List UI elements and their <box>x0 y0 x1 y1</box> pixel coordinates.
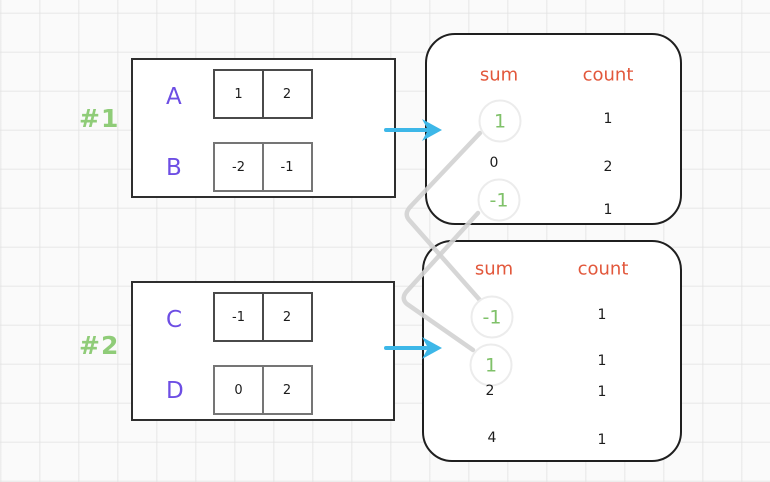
array-a-label: A <box>166 84 182 110</box>
array-a-cell-1: 2 <box>261 69 313 119</box>
array-b-cells: -2 -1 <box>213 142 313 192</box>
array-d-cell-0: 0 <box>213 365 264 415</box>
table-1-circled-sum-value: 1 <box>478 99 522 143</box>
table-1-circled-sum-value: -1 <box>477 178 521 222</box>
table-1-count-value: 1 <box>603 202 613 218</box>
array-c-cells: -1 2 <box>213 292 313 342</box>
table-2-circled-sum-value: 1 <box>469 343 513 387</box>
array-c-cell-0: -1 <box>213 292 264 342</box>
table-2-count-value: 1 <box>597 432 607 448</box>
flow-arrow-icon-1 <box>384 119 442 141</box>
table-2-sum-header: sum <box>474 258 514 280</box>
group-1-box: A 1 2 B -2 -1 <box>131 58 396 198</box>
table-1-sum-header: sum <box>479 64 519 86</box>
sum-count-table-1: sum count 1 1 0 2 -1 1 <box>425 33 682 225</box>
table-1-count-header: count <box>582 64 634 86</box>
table-1-sum-value: 0 <box>489 155 499 171</box>
array-b-cell-1: -1 <box>261 142 313 192</box>
table-2-sum-value: 2 <box>485 383 495 399</box>
array-d-label: D <box>166 378 184 404</box>
table-2-count-value: 1 <box>597 353 607 369</box>
table-1-count-value: 1 <box>603 111 613 127</box>
group-2-box: C -1 2 D 0 2 <box>131 281 395 421</box>
group-2-label: #2 <box>79 331 120 360</box>
table-2-count-value: 1 <box>597 384 607 400</box>
array-d-cells: 0 2 <box>213 365 313 415</box>
array-c-label: C <box>166 307 183 333</box>
array-a-cells: 1 2 <box>213 69 313 119</box>
array-a-cell-0: 1 <box>213 69 264 119</box>
table-2-count-header: count <box>577 258 629 280</box>
array-b-label: B <box>166 155 182 181</box>
table-2-circled-sum-value: -1 <box>470 295 514 339</box>
array-d-cell-1: 2 <box>261 365 313 415</box>
array-c-cell-1: 2 <box>261 292 313 342</box>
table-1-count-value: 2 <box>603 159 613 175</box>
array-b-cell-0: -2 <box>213 142 264 192</box>
sum-count-table-2: sum count -1 1 1 1 2 1 4 1 <box>422 240 682 462</box>
group-1-label: #1 <box>79 104 120 133</box>
table-2-sum-value: 4 <box>487 430 497 446</box>
table-2-count-value: 1 <box>597 307 607 323</box>
flow-arrow-icon-2 <box>384 337 442 359</box>
